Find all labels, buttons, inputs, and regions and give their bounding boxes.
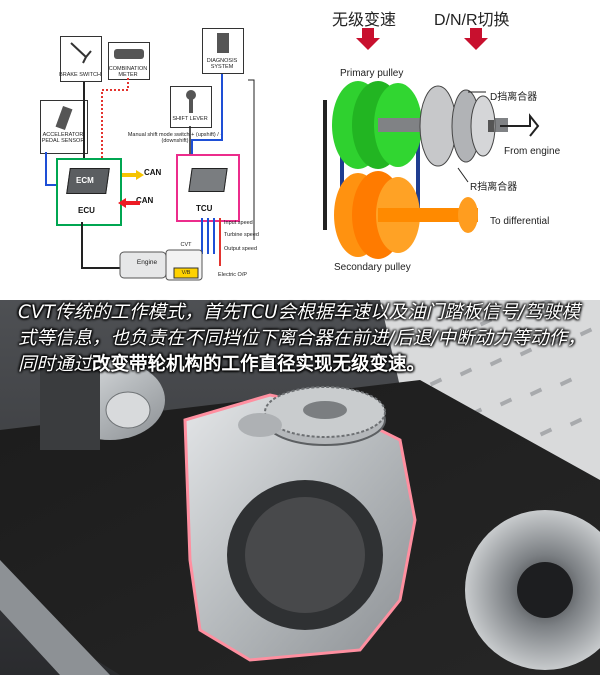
brake-pedal-icon: [70, 42, 92, 64]
caption-text: CVT传统的工作模式，首先TCU会根据车速以及油门踏板信号/驾驶模式等信息，也负…: [18, 300, 598, 380]
manual-shift-note: Manual shift mode switch + (upshift) / -…: [127, 132, 223, 144]
shift-lever-label: SHIFT LEVER: [172, 116, 208, 122]
brake-switch-label: BRAKE SWITCH: [59, 72, 101, 78]
can-label-1: CAN: [144, 168, 162, 177]
primary-pulley-label: Primary pulley: [340, 68, 404, 79]
turbine-speed-label: Turbine speed: [224, 232, 259, 238]
engine-cvt-drawing: [119, 249, 203, 281]
to-differential-label: To differential: [490, 216, 550, 227]
input-speed-label: Input speed: [224, 220, 253, 226]
can-label-2: CAN: [136, 196, 154, 205]
diagnosis-system-box: [202, 28, 244, 74]
accelerator-sensor-box: [40, 100, 88, 154]
r-clutch-label: R挡离合器: [470, 182, 518, 193]
output-speed-label: Output speed: [224, 246, 258, 252]
shift-lever-icon: [186, 90, 196, 113]
engine-label: Engine: [136, 259, 158, 266]
diagnosis-system-label: DIAGNOSIS SYSTEM: [206, 58, 238, 70]
diagnosis-tool-icon: [217, 33, 229, 53]
from-engine-label: From engine: [504, 146, 561, 157]
caption-part-1: CVT传统的工作模式，首先TCU会根据车速以及油门踏板信号/驾驶模式等信息，也负…: [18, 302, 586, 375]
tcu-label: TCU: [196, 204, 213, 213]
caption-highlight: 改变带轮机构的工作直径实现无级变速。: [92, 354, 426, 375]
cvt-label: CVT: [180, 242, 192, 248]
accelerator-sensor-label: ACCELERATOR PEDAL SENSOR: [41, 132, 85, 144]
secondary-pulley-label: Secondary pulley: [334, 262, 411, 273]
d-clutch-label: D挡离合器: [490, 92, 538, 103]
pulley-drawing: [323, 28, 540, 259]
pulley-diagram: 无级变速 D/N/R切换 Primary pulley D挡离: [318, 0, 600, 290]
cvt-control-schematic: BRAKE SWITCH COMBINATION METER DIAGNOSIS…: [32, 20, 264, 282]
ecu-label: ECU: [78, 206, 95, 215]
combination-meter-label: COMBINATION METER: [108, 66, 148, 78]
electric-op-label: Electric O/P: [218, 272, 248, 278]
vb-label: V/B: [181, 270, 191, 276]
signal-lines: [45, 74, 255, 269]
dnr-title: D/N/R切换: [434, 12, 510, 29]
can-arrow-right: [122, 170, 144, 180]
meter-icon: [114, 49, 144, 59]
can-arrow-left: [118, 198, 140, 208]
shift-lever-box: [170, 86, 212, 128]
ecm-label: ECM: [76, 176, 94, 185]
accelerator-pedal-icon: [55, 105, 73, 131]
stepless-title: 无级变速: [332, 12, 397, 29]
brake-switch-box: [60, 36, 102, 82]
